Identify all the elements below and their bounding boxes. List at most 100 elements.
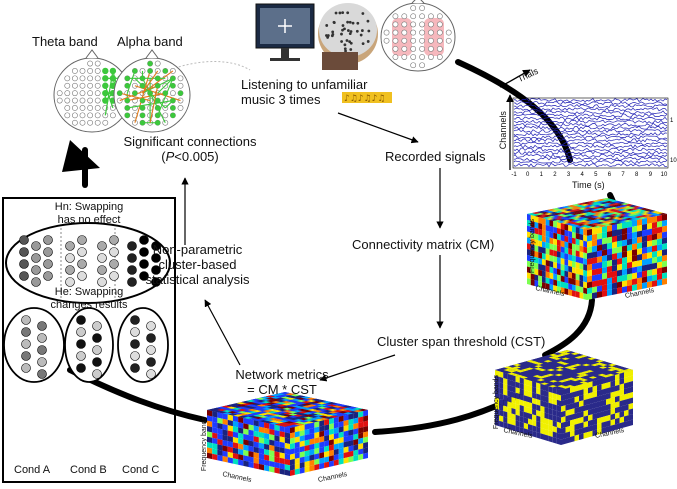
- cube-front-cell: [507, 423, 512, 430]
- electrode-dot: [72, 112, 78, 119]
- he-sample-dot: [130, 327, 140, 337]
- cube-top-cell: [647, 210, 656, 212]
- cube-top-cell: [304, 419, 315, 422]
- cube-front-cell: [217, 422, 223, 430]
- cube-side-cell: [642, 218, 647, 225]
- cube-top-cell: [620, 210, 630, 212]
- cube-top-cell: [593, 226, 602, 228]
- cube-front-cell: [536, 410, 541, 417]
- cube-front-cell: [284, 458, 290, 466]
- cube-top-cell: [625, 216, 635, 218]
- cube-side-cell: [610, 391, 615, 399]
- cube-front-cell: [557, 233, 561, 241]
- cube-front-cell: [548, 413, 553, 421]
- cube-top-cell: [638, 210, 647, 212]
- electrode-dot: [87, 75, 93, 82]
- cube-front-cell: [243, 444, 249, 451]
- cube-side-cell: [607, 230, 612, 238]
- cube-front-cell: [534, 251, 539, 258]
- cube-top-cell: [253, 414, 264, 417]
- hn-sample-dot: [77, 271, 87, 281]
- cube-side-cell: [617, 269, 622, 277]
- cube-side-cell: [574, 407, 579, 414]
- hn-sample-dot: [31, 277, 41, 287]
- cube-side-cell: [338, 452, 344, 460]
- cube-top-cell: [539, 358, 549, 362]
- cube-top-cell: [533, 370, 543, 373]
- cube-side-cell: [628, 381, 633, 388]
- cube-top-cell: [250, 398, 261, 401]
- cube-top-cell: [534, 362, 544, 365]
- cube-top-cell: [267, 408, 278, 412]
- cube-side-cell: [299, 424, 305, 432]
- cube-side-cell: [574, 434, 579, 442]
- cube-front-cell: [243, 417, 249, 425]
- cube-top-cell: [322, 407, 333, 410]
- cube-front-cell: [536, 388, 541, 395]
- cube-top-cell: [579, 378, 589, 382]
- cube-top-cell: [328, 411, 339, 414]
- cube-side-cell: [294, 431, 300, 438]
- cube-side-cell: [294, 468, 300, 475]
- cube-top-cell: [306, 402, 317, 405]
- cube-top-cell: [605, 220, 615, 222]
- cube-front-cell: [540, 422, 545, 429]
- cube-side-cell: [615, 384, 620, 392]
- cube-top-cell: [643, 216, 652, 218]
- cube-top-cell: [246, 404, 257, 407]
- cube-top-cell: [569, 362, 578, 365]
- cube-front-cell: [527, 278, 531, 285]
- alpha-active-node: [124, 83, 130, 89]
- cube-top-cell: [337, 408, 348, 412]
- cube-side-cell: [363, 442, 368, 449]
- cube-front-cell: [515, 409, 520, 416]
- cube-side-cell: [622, 227, 627, 235]
- cube-top-cell: [564, 223, 574, 225]
- cube-top-cell: [237, 411, 248, 414]
- cube-front-cell: [557, 280, 561, 288]
- cube-top-cell: [348, 411, 359, 414]
- cube-top-cell: [580, 204, 590, 206]
- cube-top-cell: [622, 208, 631, 210]
- cube-front-cell: [538, 217, 542, 224]
- electrode-dot: [87, 90, 93, 97]
- cube-top-cell: [584, 212, 594, 214]
- theta-active-node: [102, 75, 109, 82]
- cube-top-cell: [561, 360, 570, 363]
- cube-top-cell: [582, 216, 591, 218]
- cube-side-cell: [353, 428, 359, 435]
- cube-front-cell: [542, 247, 546, 254]
- cube-side-cell: [637, 283, 642, 290]
- cube-side-cell: [624, 420, 629, 428]
- cube-top-cell: [555, 368, 564, 372]
- cube-front-cell: [545, 283, 550, 290]
- cube-front-cell: [583, 240, 587, 248]
- cube-front-cell: [583, 258, 587, 265]
- cube-top-cell: [524, 372, 534, 375]
- cube-front-cell: [544, 418, 549, 425]
- cube-top-cell: [571, 378, 580, 382]
- cube-side-cell: [597, 262, 602, 269]
- cube-top-cell: [327, 406, 338, 409]
- cube-side-cell: [294, 441, 300, 449]
- cube-top-cell: [289, 420, 300, 423]
- alpha-active-node: [155, 120, 161, 126]
- cube-top-cell: [304, 421, 315, 424]
- cube-top-cell: [281, 398, 292, 401]
- cube-side-cell: [561, 421, 566, 429]
- cube-front-cell: [528, 385, 533, 393]
- cube-top-cell: [548, 214, 557, 216]
- cube-side-cell: [617, 258, 622, 265]
- cube-top-cell: [563, 373, 572, 377]
- cube-side-cell: [627, 250, 632, 257]
- cube-front-cell: [560, 234, 565, 242]
- cube-top-cell: [580, 376, 589, 379]
- cube-front-cell: [207, 415, 213, 422]
- cube-top-cell: [552, 215, 561, 217]
- cube-top-cell: [222, 412, 233, 415]
- cube-side-cell: [627, 244, 632, 252]
- cube-top-cell: [553, 355, 562, 358]
- cube-front-cell: [511, 413, 516, 421]
- cube-side-cell: [619, 389, 624, 396]
- cube-top-cell: [589, 373, 598, 377]
